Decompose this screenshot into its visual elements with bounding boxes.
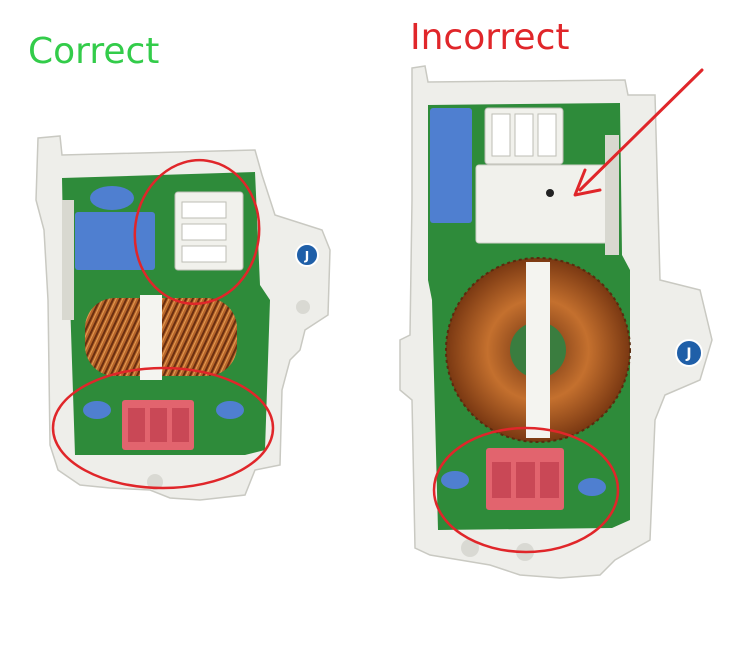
correct-pink-pin <box>172 408 189 442</box>
correct-coil-separator <box>140 295 162 380</box>
incorrect-toroid-windings <box>445 257 631 443</box>
incorrect-connector-pin <box>491 113 511 157</box>
correct-label: Correct <box>28 31 160 72</box>
correct-connector-pin <box>181 245 227 263</box>
incorrect-logo <box>675 339 703 367</box>
incorrect-arrow-head <box>573 168 602 197</box>
correct-pink-pin <box>150 408 167 442</box>
incorrect-connector-pin <box>514 113 534 157</box>
correct-pink-pin <box>128 408 145 442</box>
correct-connector-pin <box>181 223 227 241</box>
incorrect-pink-pin <box>516 462 535 498</box>
correct-logo-mark: J <box>304 249 309 263</box>
correct-bottom-tab <box>147 474 163 490</box>
incorrect-y-capacitor-right <box>578 478 606 496</box>
correct-connector-pin <box>181 201 227 219</box>
correct-y-capacitor-left <box>83 401 111 419</box>
incorrect-bottom-connector-highlight <box>432 426 620 554</box>
incorrect-logo-mark: J <box>685 346 691 362</box>
correct-y-capacitor-right <box>216 401 244 419</box>
incorrect-connector-pin <box>537 113 557 157</box>
incorrect-filter-module: J <box>399 65 713 579</box>
correct-filter-module: J <box>35 135 331 501</box>
incorrect-arrow-shaft <box>578 68 704 192</box>
correct-bottom-connector-highlight <box>51 366 275 490</box>
correct-fuse <box>62 200 74 320</box>
incorrect-pink-pin <box>540 462 559 498</box>
incorrect-relay-dot <box>546 189 554 197</box>
incorrect-label: Incorrect <box>410 17 570 58</box>
incorrect-coil-separator <box>526 262 550 438</box>
correct-logo <box>295 243 319 267</box>
incorrect-y-capacitor-left <box>441 471 469 489</box>
incorrect-bottom-tab <box>461 539 479 557</box>
correct-top-connector-highlight <box>133 158 261 306</box>
incorrect-pink-pin <box>492 462 511 498</box>
correct-mount-hole <box>296 300 310 314</box>
correct-x-capacitor <box>75 212 155 270</box>
incorrect-x-capacitor <box>430 108 472 223</box>
correct-y-capacitor-top <box>90 186 134 210</box>
incorrect-fuse <box>605 135 619 255</box>
